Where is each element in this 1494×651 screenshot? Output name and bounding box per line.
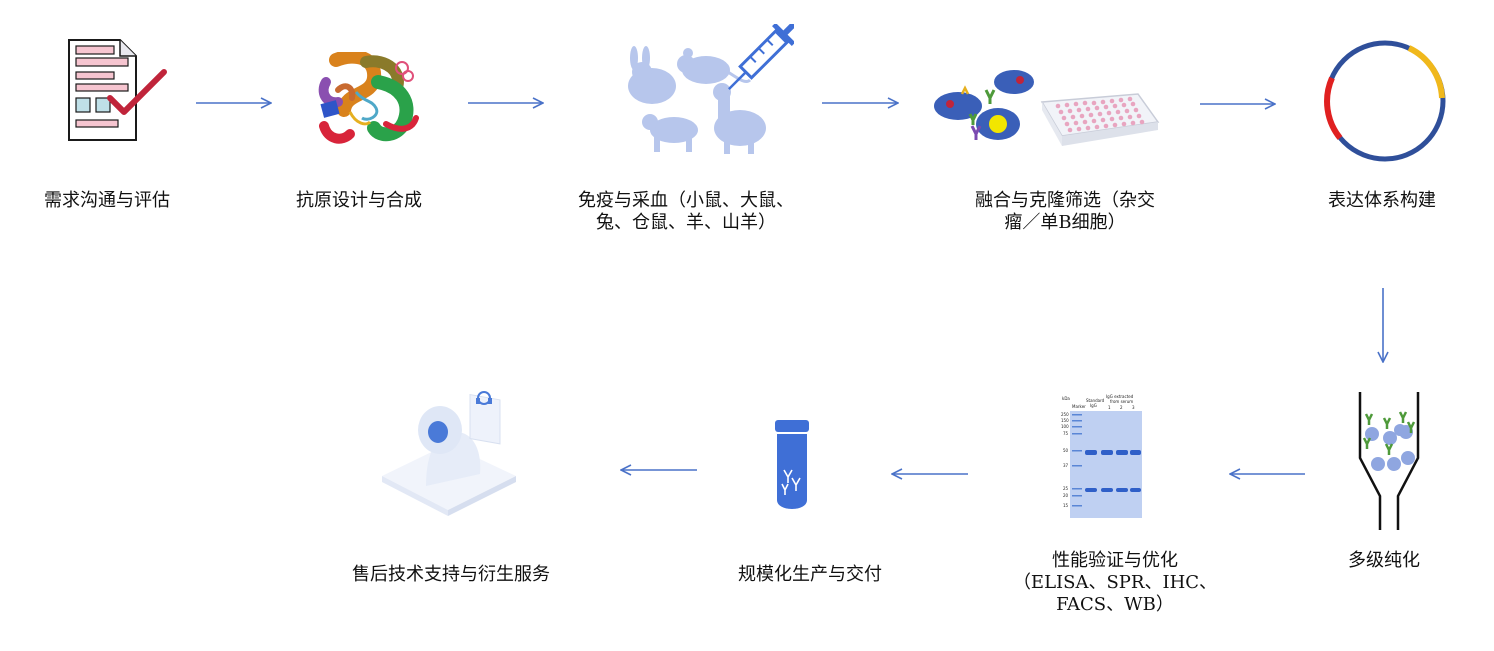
gel-marker-label: 15 <box>1063 503 1069 508</box>
step-label-requirement: 需求沟通与评估 <box>0 190 214 212</box>
plasmid-icon <box>1322 38 1448 164</box>
gel-marker-label: 25 <box>1063 486 1069 491</box>
gel-marker-label: 75 <box>1063 431 1069 436</box>
antibody-tube-icon <box>774 418 810 514</box>
step-label-fusion-screening: 融合与克隆筛选（杂交 瘤／单B细胞） <box>940 190 1190 234</box>
label-line: （ELISA、SPR、IHC、 <box>1012 572 1218 593</box>
label-line: FACS、WB） <box>1056 594 1174 615</box>
label-line: 需求沟通与评估 <box>44 190 170 211</box>
sds-page-gel-icon: kDa Marker Standard IgG IgG extracted fr… <box>1060 394 1144 520</box>
label-line: 融合与克隆筛选（杂交 <box>975 190 1155 211</box>
gel-header-from-serum: from serum <box>1110 399 1133 404</box>
gel-lane-3: 3 <box>1132 405 1135 410</box>
step-label-production: 规模化生产与交付 <box>700 564 920 586</box>
protein-structure-icon <box>316 52 426 144</box>
cells-microplate-icon <box>930 66 1160 162</box>
document-checklist-icon <box>64 38 168 142</box>
gel-header-igg: IgG <box>1090 403 1097 408</box>
gel-marker-label: 100 <box>1061 424 1069 429</box>
gel-header-marker: Marker <box>1072 404 1086 409</box>
label-line: 性能验证与优化 <box>1052 550 1178 571</box>
label-line: 规模化生产与交付 <box>738 564 882 585</box>
animals-syringe-icon <box>624 24 794 158</box>
label-line: 多级纯化 <box>1348 550 1420 571</box>
step-label-validation: 性能验证与优化 （ELISA、SPR、IHC、 FACS、WB） <box>1000 550 1230 616</box>
label-line: 免疫与采血（小鼠、大鼠、 <box>578 190 794 211</box>
step-label-antigen: 抗原设计与合成 <box>252 190 466 212</box>
step-label-purification: 多级纯化 <box>1284 550 1484 572</box>
label-line: 表达体系构建 <box>1328 190 1436 211</box>
label-line: 售后技术支持与衍生服务 <box>352 564 550 585</box>
gel-marker-label: 37 <box>1063 463 1069 468</box>
step-label-immunization: 免疫与采血（小鼠、大鼠、 兔、仓鼠、羊、山羊） <box>546 190 826 234</box>
gel-header-extracted: IgG extracted <box>1106 394 1134 399</box>
gel-marker-label: 50 <box>1063 448 1069 453</box>
gel-lane-1: 1 <box>1108 405 1111 410</box>
gel-header-kda: kDa <box>1062 396 1070 401</box>
step-label-expression: 表达体系构建 <box>1282 190 1482 212</box>
label-line: 瘤／单B细胞） <box>1004 212 1126 233</box>
gel-marker-label: 250 <box>1061 412 1069 417</box>
gel-marker-label: 150 <box>1061 418 1069 423</box>
step-label-after-sales: 售后技术支持与衍生服务 <box>320 564 582 586</box>
gel-lane-2: 2 <box>1120 405 1123 410</box>
gel-marker-label: 20 <box>1063 493 1069 498</box>
customer-service-icon <box>376 374 520 518</box>
gel-header-standard: Standard <box>1086 398 1105 403</box>
purification-column-icon <box>1356 392 1422 530</box>
label-line: 抗原设计与合成 <box>296 190 422 211</box>
label-line: 兔、仓鼠、羊、山羊） <box>596 212 776 233</box>
